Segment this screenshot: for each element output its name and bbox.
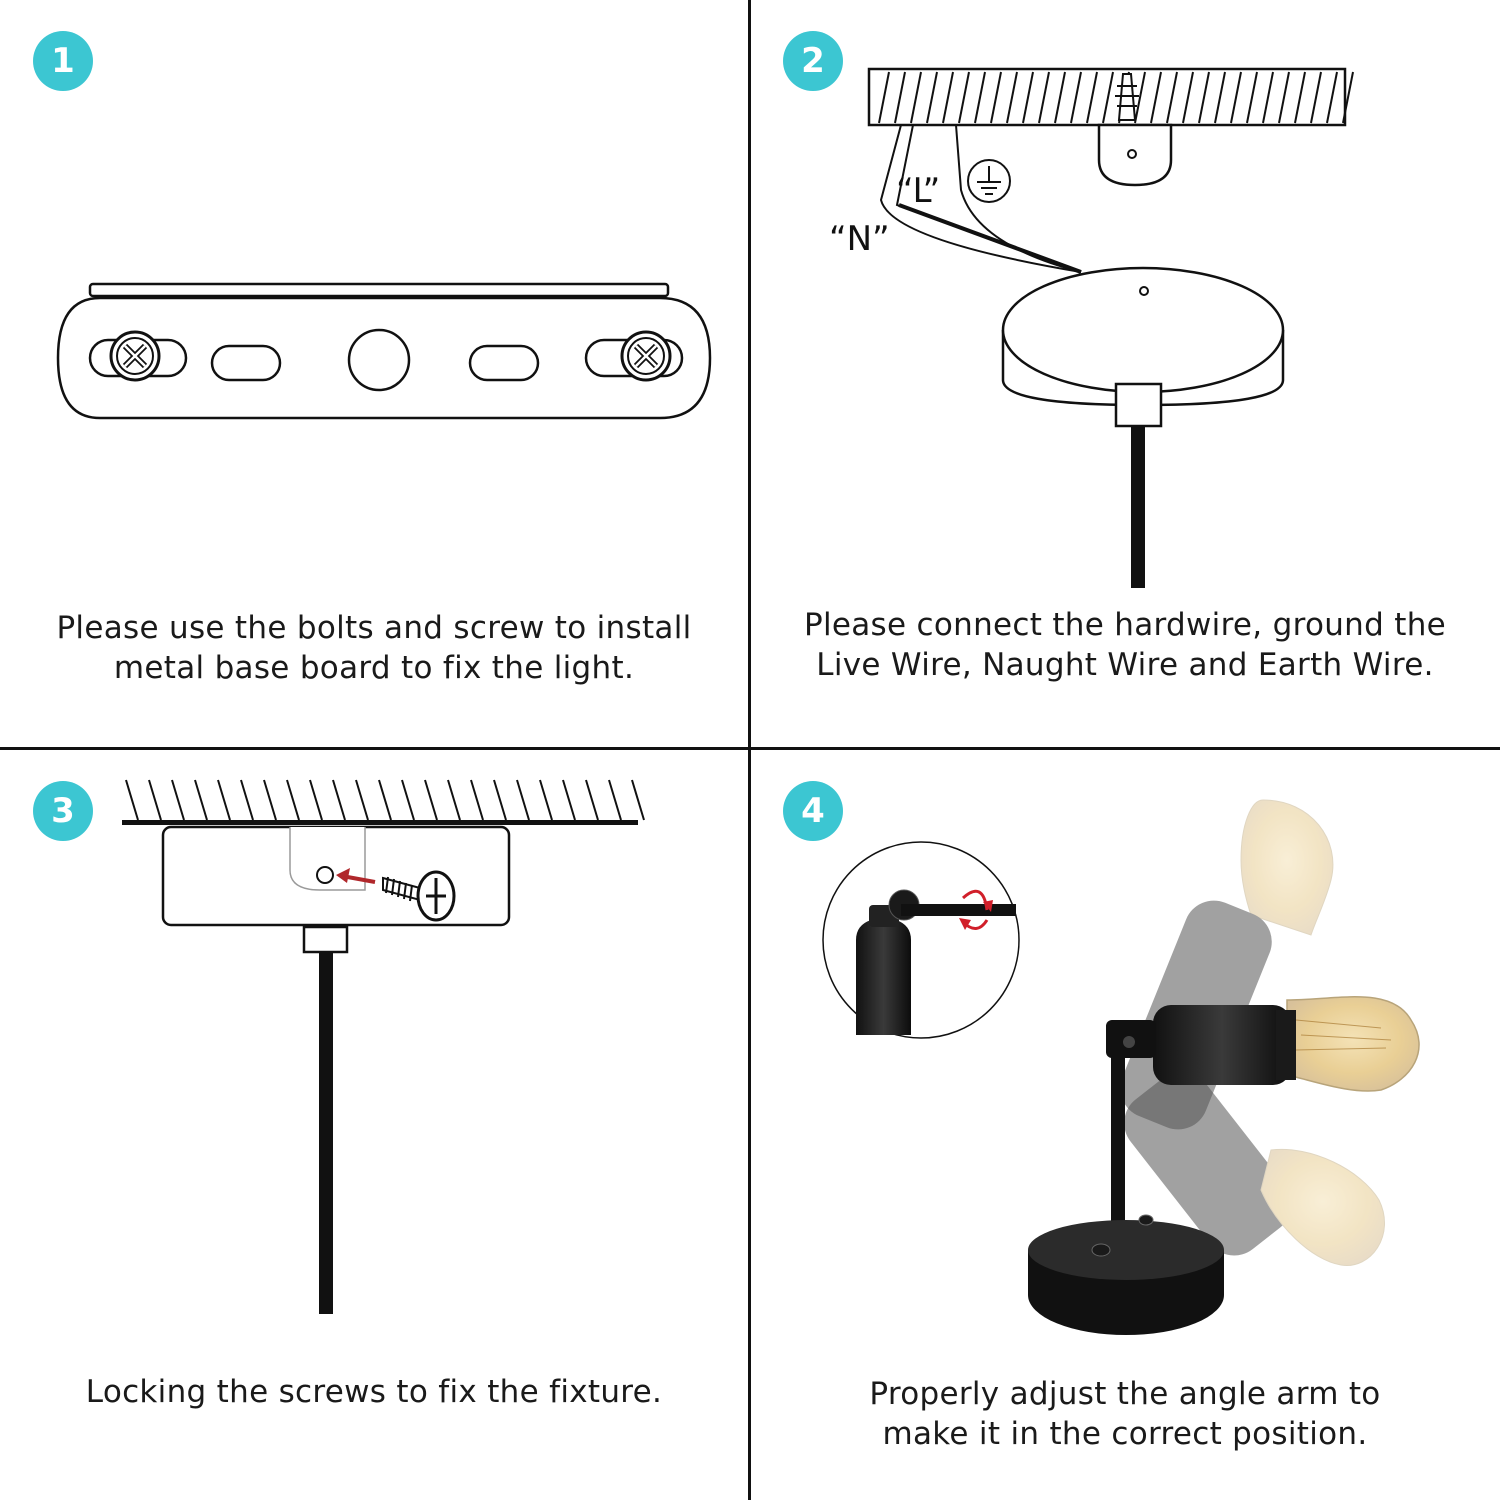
ceiling-hatch-line	[1326, 71, 1338, 124]
step-3-caption-line-1: Locking the screws to fix the fixture.	[85, 1374, 663, 1410]
step-1-panel: 1 Please use the bolts and screw to inst…	[0, 0, 748, 747]
joint-detail-inset	[822, 841, 1020, 1039]
ceiling-hatch-line	[1198, 71, 1210, 124]
step-4-caption-line-2: make it in the correct position.	[882, 1416, 1368, 1452]
ceiling-hatch-line	[1214, 71, 1226, 124]
mounting-plate-illustration	[56, 282, 712, 420]
ceiling-hatch-line	[1246, 71, 1258, 124]
step-2-badge: 2	[783, 31, 843, 91]
ceiling-hatch-line	[355, 779, 369, 821]
step-1-caption-line-1: Please use the bolts and screw to instal…	[56, 610, 692, 646]
step-3-panel: 3 Locking the screws to fix the fixture.	[0, 750, 748, 1500]
ceiling-hatch-line	[217, 779, 231, 821]
wiring-illustration: “L” “N”	[829, 67, 1354, 588]
ceiling-hatch-line	[424, 779, 438, 821]
step-1-caption-line-2: metal base board to fix the light.	[113, 650, 635, 686]
live-wire-label: “L”	[896, 171, 940, 211]
ceiling-hatch-line	[878, 71, 890, 124]
ceiling-hatch-line	[171, 779, 185, 821]
ceiling-hatch-line	[1342, 71, 1354, 124]
ceiling-hatch-line	[378, 779, 392, 821]
ceiling-hatch-line	[894, 71, 906, 124]
ceiling-hatch-line	[1038, 71, 1050, 124]
ceiling-hatch-line	[125, 779, 139, 821]
ceiling-hatch-line	[332, 779, 346, 821]
ceiling-hatch-line	[516, 779, 530, 821]
lamp-adjust-illustration	[822, 799, 1420, 1335]
ceiling-hatch-line	[1150, 71, 1162, 124]
ceiling-hatch-line	[1182, 71, 1194, 124]
right-bolt-icon	[620, 330, 672, 382]
ceiling-hatch-line	[990, 71, 1002, 124]
ceiling-hatch-line	[263, 779, 277, 821]
rotate-arrows-icon	[959, 889, 993, 930]
ceiling-hatch-line	[958, 71, 970, 124]
wall-anchor-icon	[1115, 73, 1139, 121]
ceiling-hatch-line	[1070, 71, 1082, 124]
neutral-wire-label: “N”	[829, 219, 890, 259]
ceiling-hatch-line	[1278, 71, 1290, 124]
screw-icon	[382, 870, 456, 922]
step-2-caption-line-1: Please connect the hardwire, ground the	[803, 607, 1447, 643]
ceiling-hatch-line	[309, 779, 323, 821]
ceiling-hatch-line	[240, 779, 254, 821]
lower-position-ghost	[1124, 1071, 1385, 1266]
ceiling-hatch-line	[401, 779, 415, 821]
step-2-caption-line-2: Live Wire, Naught Wire and Earth Wire.	[816, 647, 1434, 683]
ceiling-hatch-line	[585, 779, 599, 821]
upper-position-ghost	[1120, 799, 1334, 1130]
horizontal-divider	[0, 747, 1500, 750]
ceiling-hatch-line	[910, 71, 922, 124]
left-bolt-icon	[109, 330, 161, 382]
step-3-badge: 3	[33, 781, 93, 841]
ceiling-hatch-line	[1310, 71, 1322, 124]
ceiling-hatch-line	[1166, 71, 1178, 124]
ceiling-hatch-line	[942, 71, 954, 124]
ceiling-hatch-line	[1102, 71, 1114, 124]
ceiling-hatch-line	[562, 779, 576, 821]
step-4-caption-line-1: Properly adjust the angle arm to	[869, 1376, 1381, 1412]
ceiling-hatch-line	[608, 779, 622, 821]
ceiling-hatch-line	[974, 71, 986, 124]
ceiling-hatch-line	[631, 779, 645, 821]
ceiling-hatch-line	[1006, 71, 1018, 124]
ceiling-hatch-line	[447, 779, 461, 821]
ceiling-hatch-line	[286, 779, 300, 821]
ceiling-hatch-line	[926, 71, 938, 124]
fixture-mount-illustration	[122, 779, 645, 1314]
ceiling-hatch-line	[1262, 71, 1274, 124]
ceiling-hatch-line	[1294, 71, 1306, 124]
step-1-badge: 1	[33, 31, 93, 91]
insert-arrow-icon	[336, 868, 376, 884]
ceiling-hatch-line	[1230, 71, 1242, 124]
step-4-panel: 4	[751, 750, 1499, 1500]
ceiling-hatch-line	[1134, 71, 1146, 124]
ceiling-hatch-line	[493, 779, 507, 821]
ceiling-hatch-line	[194, 779, 208, 821]
earth-ground-icon	[967, 159, 1011, 203]
ceiling-hatch-line	[1022, 71, 1034, 124]
step-2-panel: 2 “L” “N” Please connect the ha	[751, 0, 1499, 747]
ceiling-hatch-line	[148, 779, 162, 821]
ceiling-hatch-line	[1054, 71, 1066, 124]
ceiling-hatch-line	[1086, 71, 1098, 124]
step-4-badge: 4	[783, 781, 843, 841]
ceiling-hatch-line	[539, 779, 553, 821]
ceiling-hatch-line	[470, 779, 484, 821]
vertical-divider	[748, 0, 751, 1500]
